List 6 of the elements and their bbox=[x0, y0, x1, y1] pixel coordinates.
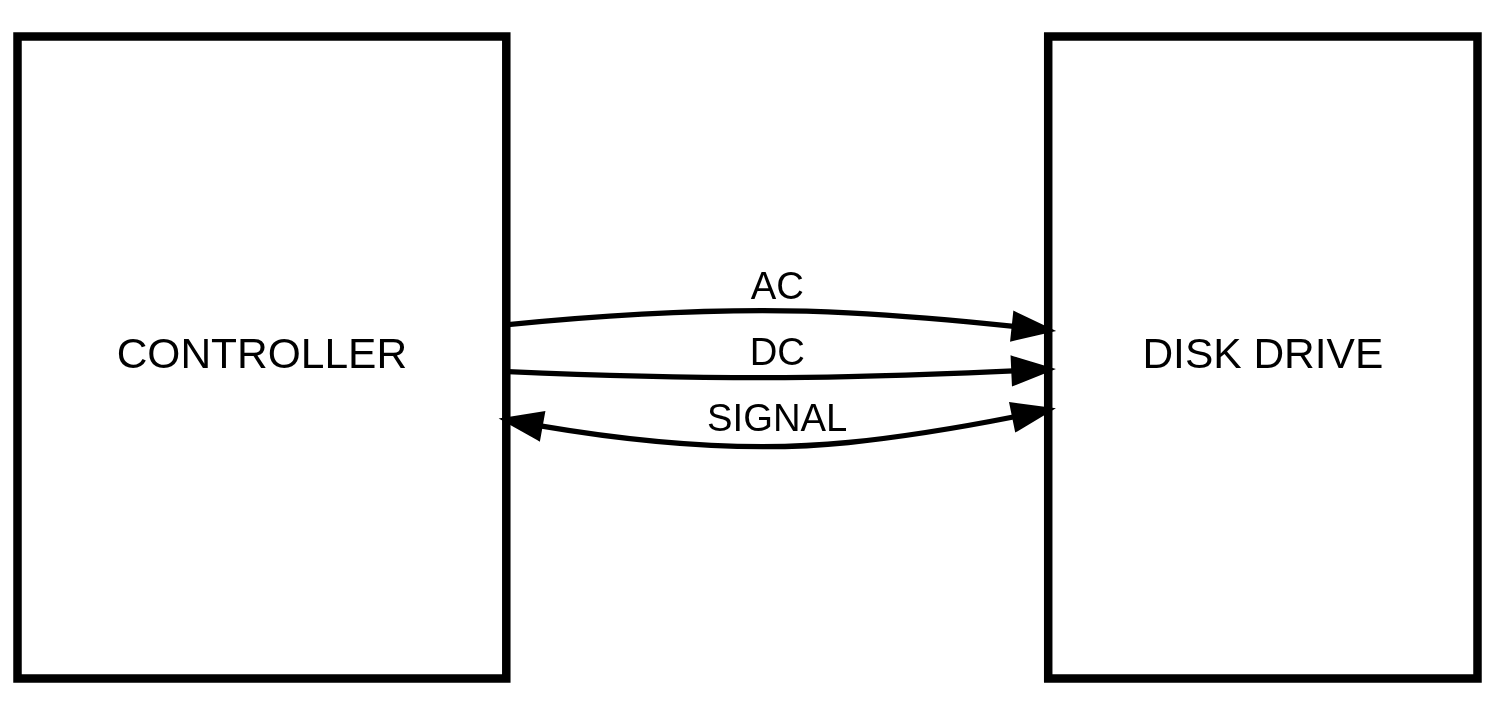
edge-label: SIGNAL bbox=[706, 395, 847, 439]
node-box: CONTROLLER bbox=[12, 31, 511, 683]
edge-label: AC bbox=[750, 263, 804, 307]
node-box: DISK DRIVE bbox=[1043, 31, 1482, 683]
arrow bbox=[498, 401, 1056, 449]
edge-label: DC bbox=[749, 329, 805, 373]
